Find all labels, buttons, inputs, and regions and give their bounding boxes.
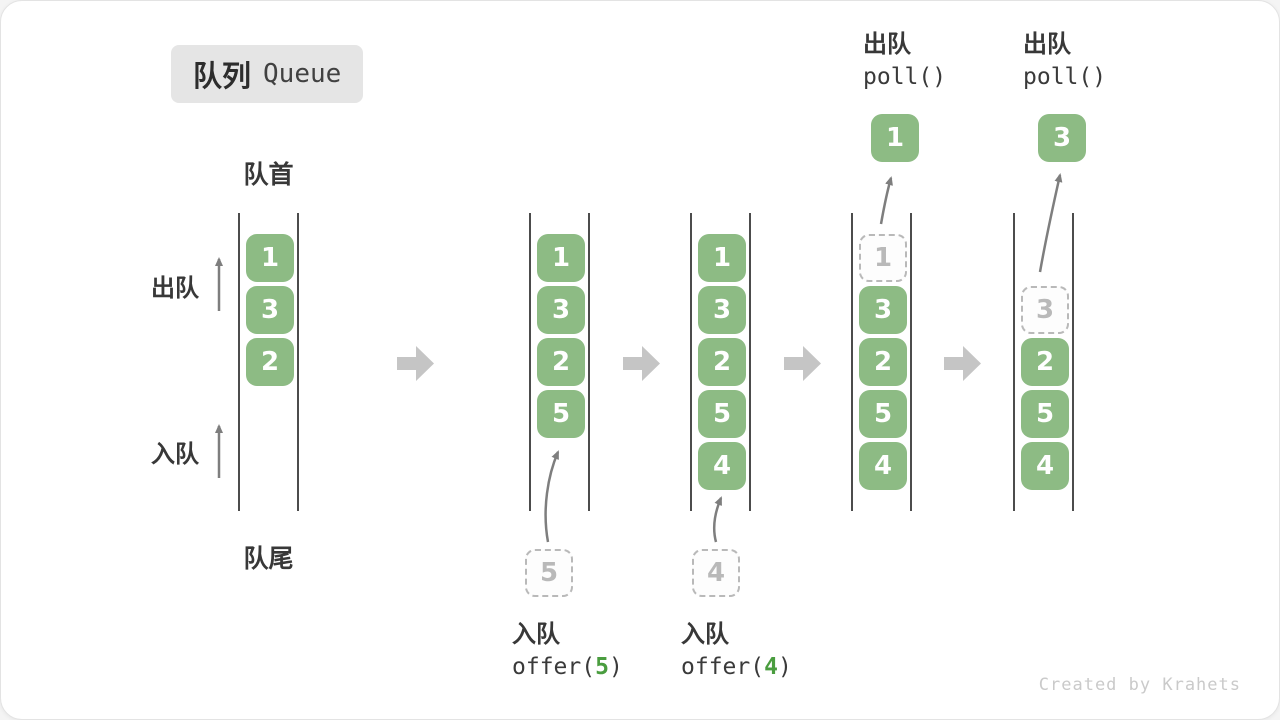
queue-item: 5 <box>1021 390 1069 438</box>
op-code: offer(4) <box>681 651 792 684</box>
state-transition-arrow-icon <box>784 346 821 381</box>
queue-item-dashed: 1 <box>859 234 907 282</box>
queue-item: 4 <box>698 442 746 490</box>
queue-item: 3 <box>537 286 585 334</box>
op-action: 出队 <box>1023 31 1071 58</box>
title-en: Queue <box>263 59 342 89</box>
op-close: ) <box>608 654 623 680</box>
state-transition-arrow-icon <box>397 346 434 381</box>
queue-item: 5 <box>698 390 746 438</box>
op-arg: 5 <box>595 654 609 680</box>
label-enqueue: 入队 <box>151 441 199 468</box>
polled-item: 1 <box>871 114 919 162</box>
queue-item: 1 <box>537 234 585 282</box>
operation-label-poll-1: 出队 poll() <box>863 28 946 94</box>
label-queue-rear: 队尾 <box>243 545 294 573</box>
queue-item: 1 <box>246 234 294 282</box>
pending-item: 5 <box>525 549 573 597</box>
polled-item: 3 <box>1038 114 1086 162</box>
op-fn: offer( <box>512 654 596 680</box>
op-action: 入队 <box>512 621 560 648</box>
queue-item: 5 <box>537 390 585 438</box>
label-queue-front: 队首 <box>243 161 294 189</box>
queue-item: 5 <box>859 390 907 438</box>
op-code: poll() <box>1023 64 1107 90</box>
queue-item: 3 <box>246 286 294 334</box>
queue-item: 1 <box>698 234 746 282</box>
queue-item: 2 <box>698 338 746 386</box>
title-badge: 队列 Queue <box>171 45 364 103</box>
queue-item-dashed: 3 <box>1021 286 1069 334</box>
op-code: offer(5) <box>512 651 623 684</box>
op-action: 出队 <box>863 31 911 58</box>
queue-item: 2 <box>246 338 294 386</box>
op-fn: offer( <box>681 654 765 680</box>
queue-item: 2 <box>859 338 907 386</box>
operation-label-offer-4: 入队 offer(4) <box>681 618 792 684</box>
state-transition-arrow-icon <box>623 346 660 381</box>
op-arg: 4 <box>764 654 778 680</box>
queue-item: 2 <box>1021 338 1069 386</box>
title-zh: 队列 <box>193 61 252 93</box>
queue-item: 3 <box>859 286 907 334</box>
pending-item: 4 <box>692 549 740 597</box>
queue-item: 3 <box>698 286 746 334</box>
operation-label-offer-5: 入队 offer(5) <box>512 618 623 684</box>
queue-item: 2 <box>537 338 585 386</box>
operation-label-poll-2: 出队 poll() <box>1023 28 1106 94</box>
queue-item: 4 <box>859 442 907 490</box>
op-action: 入队 <box>681 621 729 648</box>
watermark: Created by Krahets <box>1038 675 1241 695</box>
state-transition-arrow-icon <box>944 346 981 381</box>
op-close: ) <box>777 654 792 680</box>
op-code: poll() <box>863 64 947 90</box>
label-dequeue: 出队 <box>151 275 199 302</box>
queue-item: 4 <box>1021 442 1069 490</box>
